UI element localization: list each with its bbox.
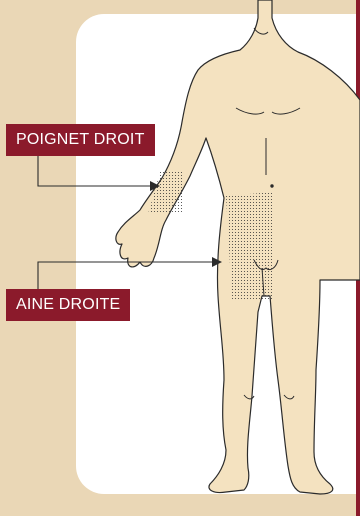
wrist-leader-line — [38, 156, 150, 186]
groin-highlight-area — [226, 192, 272, 300]
wrist-label: POIGNET DROIT — [6, 124, 155, 156]
groin-label: AINE DROITE — [6, 289, 130, 321]
groin-leader-line — [38, 262, 212, 292]
